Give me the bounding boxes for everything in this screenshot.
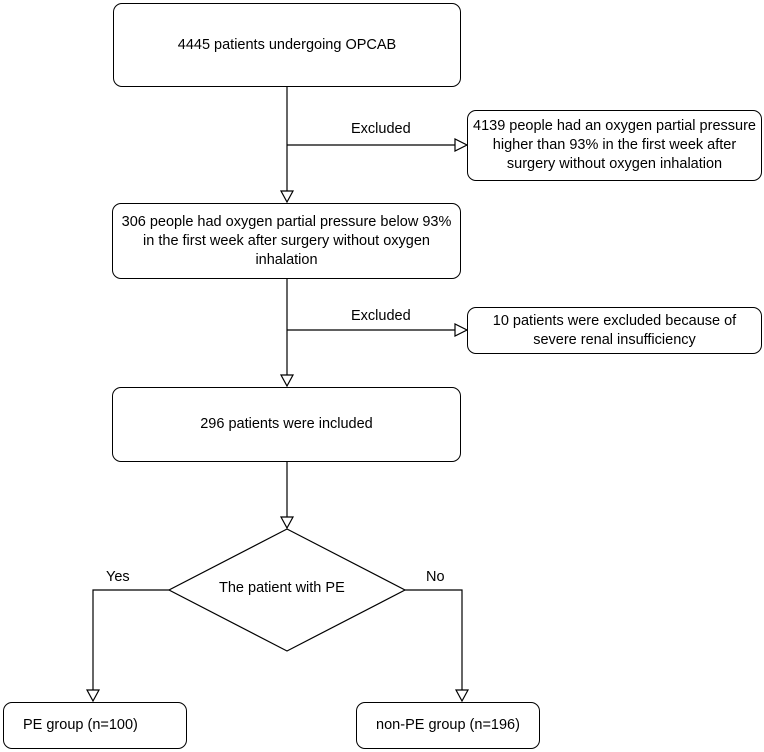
start-text: 4445 patients undergoing OPCAB <box>177 36 397 53</box>
arrowhead-pe-group <box>85 689 101 703</box>
step2-box: 306 people had oxygen partial pressure b… <box>112 203 461 279</box>
connector-no <box>405 589 463 690</box>
start-box: 4445 patients undergoing OPCAB <box>113 3 461 87</box>
arrowhead-exclusion2 <box>454 323 469 337</box>
step2-text: 306 people had oxygen partial pressure b… <box>121 213 452 268</box>
arrowhead-non-pe-group <box>454 689 470 703</box>
included-box: 296 patients were included <box>112 387 461 462</box>
arrowhead-step2 <box>279 190 295 204</box>
exclusion2-box: 10 patients were excluded because of sev… <box>467 307 762 354</box>
yes-label: Yes <box>106 569 130 585</box>
exclusion2-label: Excluded <box>351 308 411 324</box>
decision-text: The patient with PE <box>219 580 345 596</box>
no-label: No <box>426 569 445 585</box>
arrowhead-decision <box>279 516 295 530</box>
exclusion2-text: 10 patients were excluded because of sev… <box>492 312 737 348</box>
non-pe-group-text: non-PE group (n=196) <box>376 717 520 733</box>
non-pe-group-box: non-PE group (n=196) <box>356 702 540 749</box>
arrowhead-included <box>279 374 295 388</box>
pe-group-box: PE group (n=100) <box>3 702 187 749</box>
exclusion1-box: 4139 people had an oxygen partial pressu… <box>467 110 762 181</box>
connector-yes <box>92 589 169 690</box>
decision-diamond <box>167 528 407 652</box>
exclusion1-label: Excluded <box>351 121 411 137</box>
included-text: 296 patients were included <box>200 416 373 432</box>
arrowhead-exclusion1 <box>454 138 469 152</box>
pe-group-text: PE group (n=100) <box>23 717 138 733</box>
exclusion1-text: 4139 people had an oxygen partial pressu… <box>473 118 756 172</box>
